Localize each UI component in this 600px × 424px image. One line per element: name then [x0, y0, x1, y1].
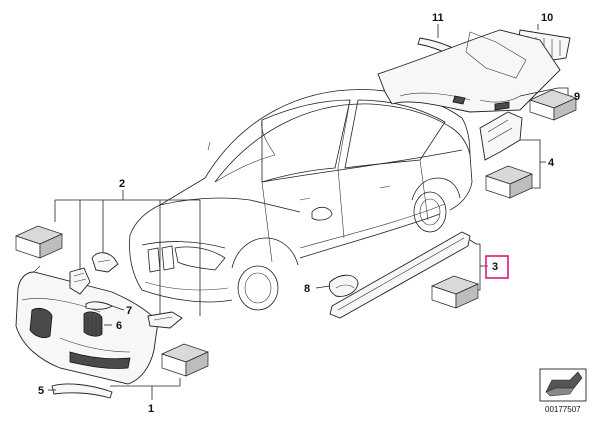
- package-box-1: [161, 343, 209, 377]
- callout-6[interactable]: 6: [116, 320, 122, 332]
- part-9-rear-apron: [377, 29, 561, 113]
- part-7-trim-strip: [85, 301, 125, 311]
- callout-7[interactable]: 7: [126, 305, 132, 317]
- package-box-2: [15, 225, 63, 259]
- part-8-mirror-cap: [328, 274, 359, 297]
- callout-1[interactable]: 1: [148, 403, 154, 415]
- reference-icon: [539, 368, 587, 402]
- callout-10[interactable]: 10: [541, 12, 553, 24]
- part-3-side-skirt: [329, 231, 477, 319]
- package-box-9: [529, 89, 577, 121]
- package-box-3: [431, 275, 479, 309]
- callout-2[interactable]: 2: [119, 178, 125, 190]
- package-box-4: [485, 165, 533, 199]
- part-4-rear-bumper-trim: [479, 111, 523, 161]
- callout-3[interactable]: 3: [492, 261, 498, 273]
- part-2-air-ducts: [69, 252, 183, 329]
- callouts: 11 10 9 4 2 3 8 7 6 5 1: [38, 12, 580, 415]
- callout-11[interactable]: 11: [432, 12, 444, 24]
- callout-8[interactable]: 8: [304, 283, 310, 295]
- part-5-front-flap: [48, 383, 113, 399]
- callout-3-highlight: [485, 255, 509, 279]
- callout-9[interactable]: 9: [574, 91, 580, 103]
- callout-5[interactable]: 5: [38, 385, 44, 397]
- diagram-number: 00177507: [545, 405, 581, 414]
- part-6-kidney-grille: [83, 311, 112, 337]
- car-outline: [129, 89, 473, 311]
- callout-4[interactable]: 4: [548, 157, 555, 169]
